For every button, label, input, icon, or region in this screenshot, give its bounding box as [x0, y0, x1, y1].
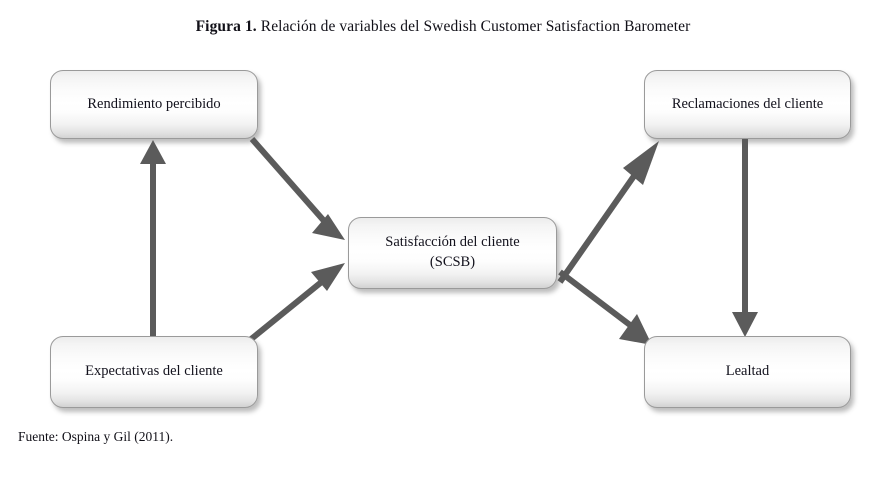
node-label: Reclamaciones del cliente [671, 95, 824, 112]
edge-satisfaccion-to-lealtad [558, 269, 652, 345]
node-rendimiento-percibido[interactable]: Rendimiento percibido [50, 70, 258, 139]
node-label: Satisfacción del cliente (SCSB) [385, 234, 520, 270]
node-label: Expectativas del cliente [85, 363, 223, 380]
edge-expectativas-to-satisfaccion [248, 263, 345, 343]
figure-title-text: Relación de variables del Swedish Custom… [256, 18, 691, 35]
figure-number-label: Figura 1. [195, 18, 257, 35]
node-label: Lealtad [725, 363, 770, 380]
figure-source-caption: Fuente: Ospina y Gil (2011). [18, 429, 174, 444]
figure-title: Figura 1. Relación de variables del Swed… [0, 18, 886, 36]
node-satisfaccion-del-cliente[interactable]: Satisfacción del cliente (SCSB) [348, 217, 557, 289]
edge-expectativas-to-rendimiento [140, 140, 166, 336]
edge-rendimiento-to-satisfaccion [249, 137, 345, 240]
node-lealtad[interactable]: Lealtad [644, 336, 851, 408]
node-reclamaciones-del-cliente[interactable]: Reclamaciones del cliente [644, 70, 851, 139]
edge-satisfaccion-to-reclamaciones [557, 141, 659, 284]
edge-reclamaciones-to-lealtad [732, 139, 758, 337]
node-expectativas-del-cliente[interactable]: Expectativas del cliente [50, 336, 258, 408]
node-label: Rendimiento percibido [87, 95, 221, 112]
